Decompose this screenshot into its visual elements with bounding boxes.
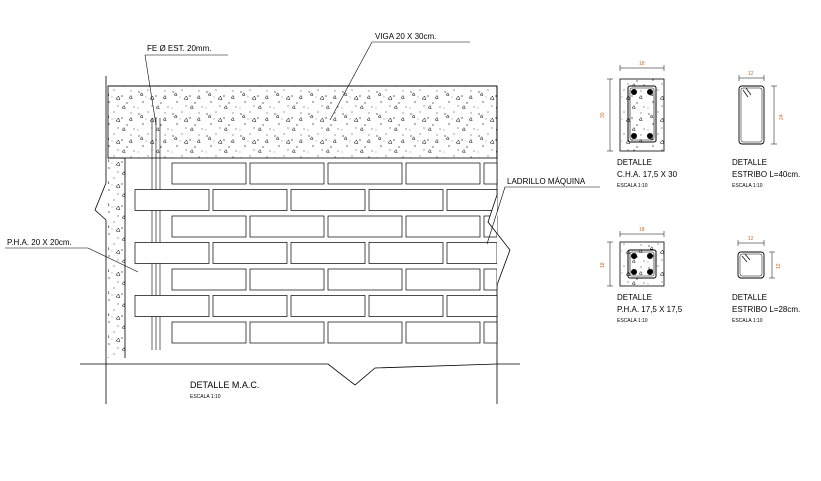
mac-scale: ESCALA 1:10 — [190, 394, 221, 400]
detail-pha-scale: ESCALA 1:10 — [617, 318, 648, 324]
brick — [405, 268, 481, 291]
brick — [249, 162, 325, 185]
brick-wall — [134, 162, 498, 344]
detail-estribo-40 — [738, 75, 777, 145]
detail-estribo40-title: DETALLE — [732, 158, 767, 167]
dim-estribo40-width: 12 — [748, 71, 754, 77]
brick — [134, 242, 210, 264]
brick — [249, 215, 325, 238]
brick — [171, 162, 247, 185]
detail-cha-subtitle: C.H.A. 17,5 X 30 — [617, 170, 678, 179]
fe-label: FE Ø EST. 20mm. — [147, 44, 211, 53]
dim-estribo28-height: 12 — [776, 263, 782, 269]
detail-cha-section — [607, 65, 665, 152]
brick — [405, 321, 481, 344]
brick — [134, 295, 210, 317]
beam-concrete — [107, 85, 498, 159]
brick — [134, 189, 210, 211]
dim-pha-width: 18 — [639, 227, 645, 233]
brick — [290, 295, 366, 317]
detail-pha-title: DETALLE — [617, 293, 652, 302]
brick — [249, 268, 325, 291]
brick — [368, 189, 444, 211]
brick — [405, 215, 481, 238]
brick — [171, 321, 247, 344]
brick — [483, 268, 498, 291]
detail-estribo40-scale: ESCALA 1:10 — [732, 183, 763, 189]
brick — [483, 162, 498, 185]
brick — [290, 242, 366, 264]
pha-label: P.H.A. 20 X 20cm. — [7, 238, 72, 247]
annotations — [5, 41, 600, 273]
brick — [368, 295, 444, 317]
mac-detail — [80, 76, 520, 404]
brick — [368, 242, 444, 264]
detail-estribo40-subtitle: ESTRIBO L=40cm. — [732, 170, 800, 179]
brick — [483, 321, 498, 344]
break-line — [487, 194, 511, 286]
brick — [327, 321, 403, 344]
dim-pha-height: 18 — [600, 262, 606, 268]
brick — [327, 215, 403, 238]
dim-cha-height: 30 — [600, 112, 606, 118]
brick — [171, 268, 247, 291]
detail-estribo28-subtitle: ESTRIBO L=28cm. — [732, 305, 800, 314]
dim-estribo40-height: 24 — [779, 114, 785, 120]
brick — [249, 321, 325, 344]
brick — [446, 242, 498, 264]
brick — [446, 189, 498, 211]
detail-cha-scale: ESCALA 1:10 — [617, 183, 648, 189]
brick — [327, 162, 403, 185]
ladrillo-label: LADRILLO MÁQUINA — [507, 177, 586, 186]
detail-pha-section — [607, 231, 665, 287]
dim-cha-width: 18 — [639, 61, 645, 67]
brick — [171, 215, 247, 238]
brick — [212, 242, 288, 264]
brick — [212, 189, 288, 211]
mac-title: DETALLE M.A.C. — [190, 380, 259, 390]
detail-cha-title: DETALLE — [617, 158, 652, 167]
detail-estribo28-scale: ESCALA 1:10 — [732, 318, 763, 324]
brick — [446, 295, 498, 317]
detail-pha-subtitle: P.H.A. 17,5 X 17,5 — [617, 305, 683, 314]
brick — [212, 295, 288, 317]
brick — [327, 268, 403, 291]
detail-estribo-28 — [737, 240, 775, 279]
brick — [405, 162, 481, 185]
dim-estribo28-width: 12 — [748, 236, 754, 242]
viga-label: VIGA 20 X 30cm. — [375, 32, 436, 41]
detail-estribo28-title: DETALLE — [732, 293, 767, 302]
brick — [290, 189, 366, 211]
column-concrete — [108, 158, 125, 358]
